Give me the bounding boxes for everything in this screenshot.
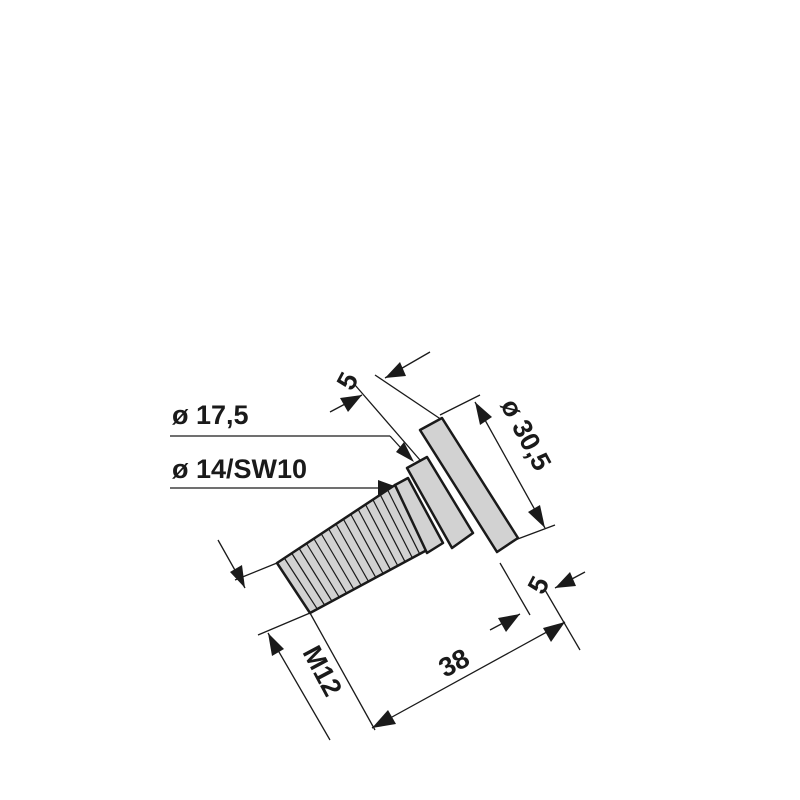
dim-arrow [498,614,520,632]
thread-lines [283,489,421,610]
dim-arrow [340,395,362,412]
thread-line [364,504,399,567]
neck-diameter-label: ø 14/SW10 [172,454,307,484]
ext-line [257,612,311,636]
thread-line [342,518,377,578]
head-diameter-label: ø 30,5 [495,394,557,476]
dim-arrow [555,572,576,588]
ext-line [374,374,446,423]
ext-line [514,524,556,541]
length-dim-line [371,621,566,729]
bolt-neck [393,476,445,555]
dim-arrow [475,402,492,425]
ext-line [309,612,376,731]
ext-line [354,384,421,461]
thread-line [387,489,421,555]
bolt-head [418,416,520,554]
head-thickness-label: 5 [522,571,556,598]
thread-label: M12 [297,641,348,701]
thread-line [357,509,391,570]
thread-line [283,557,318,610]
thread-line [291,552,326,606]
ext-line [439,394,481,416]
dim-arrow [385,362,406,378]
ext-line [544,589,581,651]
dim-arrow [268,633,284,656]
dim-arrow [372,710,396,728]
dim-arrow [528,505,545,528]
thread-line [313,538,348,594]
thread-line [350,513,384,574]
thread-line [335,523,370,582]
thread-line [298,548,333,602]
dim-arrow [543,622,565,642]
ext-line [499,562,531,616]
collar-leader-arrow [396,442,414,462]
thread-line [328,528,362,586]
length-label: 38 [434,643,475,684]
head-width-label: 5 [331,367,365,394]
thread-line [379,494,413,559]
bolt-collar [405,455,475,550]
thread-line [372,499,406,563]
collar-diameter-label: ø 17,5 [172,400,249,430]
dim-line [474,401,546,529]
dim-arrow [230,565,245,588]
thread-line [305,543,340,598]
thread-line [320,533,355,590]
